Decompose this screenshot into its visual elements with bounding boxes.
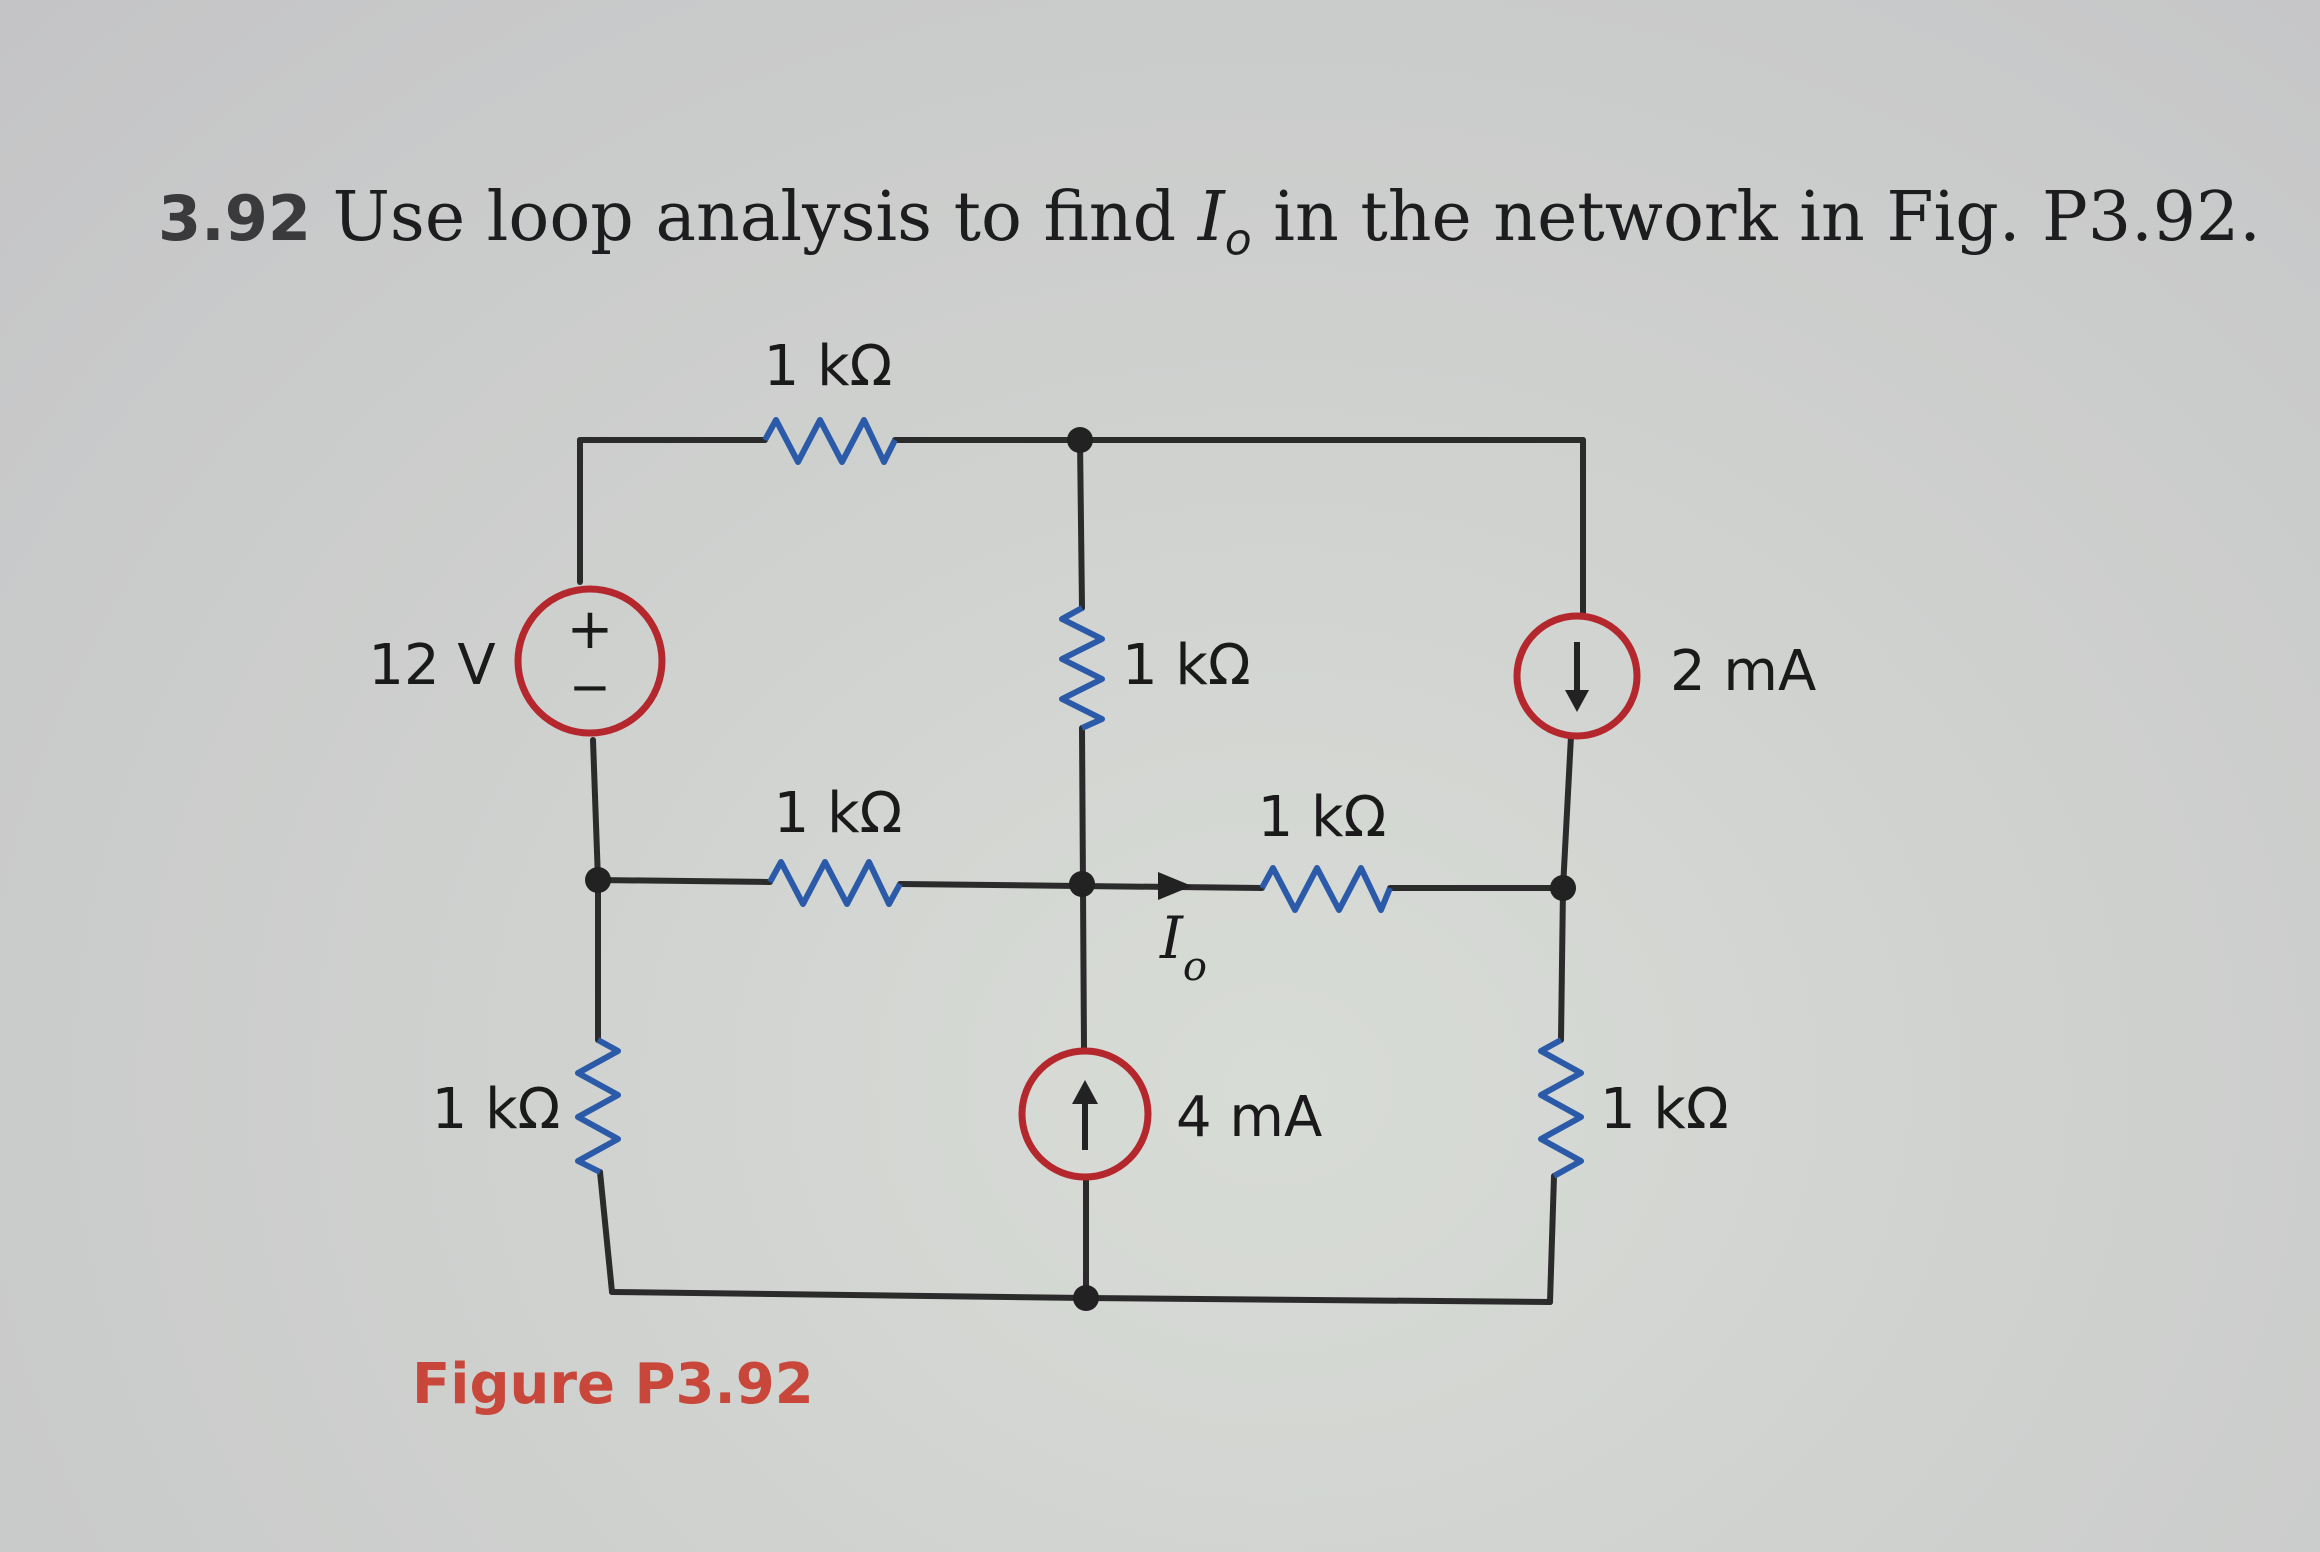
resistor-mid-left-zigzag bbox=[767, 859, 903, 907]
label-r-mid-vertical: 1 kΩ bbox=[1122, 633, 1251, 698]
label-io-sub: o bbox=[1183, 944, 1207, 990]
label-r-top: 1 kΩ bbox=[764, 334, 893, 399]
voltage-plus-sign: + bbox=[567, 597, 614, 662]
problem-text-after: in the network in Fig. P3.92. bbox=[1251, 178, 2261, 257]
resistor-bottom-left-zigzag bbox=[575, 1037, 621, 1175]
resistor-bottom-right-zigzag bbox=[1538, 1037, 1584, 1179]
label-io-var: I bbox=[1159, 904, 1184, 972]
label-2ma: 2 mA bbox=[1670, 639, 1816, 704]
voltage-source-12v: + − bbox=[514, 585, 666, 737]
problem-number: 3.92 bbox=[158, 182, 311, 255]
label-io: Io bbox=[1159, 904, 1207, 990]
node-bottom-mid bbox=[1073, 1285, 1099, 1311]
nodes bbox=[585, 427, 1576, 1311]
voltage-minus-sign: − bbox=[569, 658, 611, 716]
label-r-mid-right: 1 kΩ bbox=[1258, 785, 1387, 850]
resistor-top-zigzag bbox=[762, 417, 898, 465]
resistor-mid-vertical-zigzag bbox=[1059, 605, 1105, 731]
problem-variable: I bbox=[1197, 178, 1225, 257]
label-12v: 12 V bbox=[368, 633, 495, 698]
node-mid-right bbox=[1550, 875, 1576, 901]
problem-variable-subscript: o bbox=[1224, 214, 1252, 266]
node-mid-center bbox=[1069, 871, 1095, 897]
io-arrow-icon bbox=[1158, 872, 1192, 900]
wire-h-left bbox=[595, 877, 773, 885]
current-source-2ma bbox=[1513, 612, 1641, 740]
label-r-mid-left: 1 kΩ bbox=[774, 781, 903, 846]
figure-caption: Figure P3.92 bbox=[412, 1352, 814, 1417]
label-r-bottom-right: 1 kΩ bbox=[1600, 1077, 1729, 1142]
wire-left-bottom bbox=[597, 1169, 615, 1295]
label-4ma: 4 mA bbox=[1176, 1085, 1322, 1150]
wire-mid-upper bbox=[1077, 437, 1085, 611]
problem-statement: 3.92 Use loop analysis to find Io in the… bbox=[158, 178, 2261, 266]
node-mid-left bbox=[585, 867, 611, 893]
label-r-bottom-left: 1 kΩ bbox=[432, 1077, 561, 1142]
resistor-mid-right-zigzag bbox=[1259, 865, 1393, 913]
node-top-mid bbox=[1067, 427, 1093, 453]
problem-text-before: Use loop analysis to find bbox=[332, 178, 1198, 257]
wire-right-bottom bbox=[1547, 1173, 1557, 1305]
wires bbox=[577, 437, 1586, 1305]
current-source-4ma bbox=[1018, 1047, 1152, 1181]
